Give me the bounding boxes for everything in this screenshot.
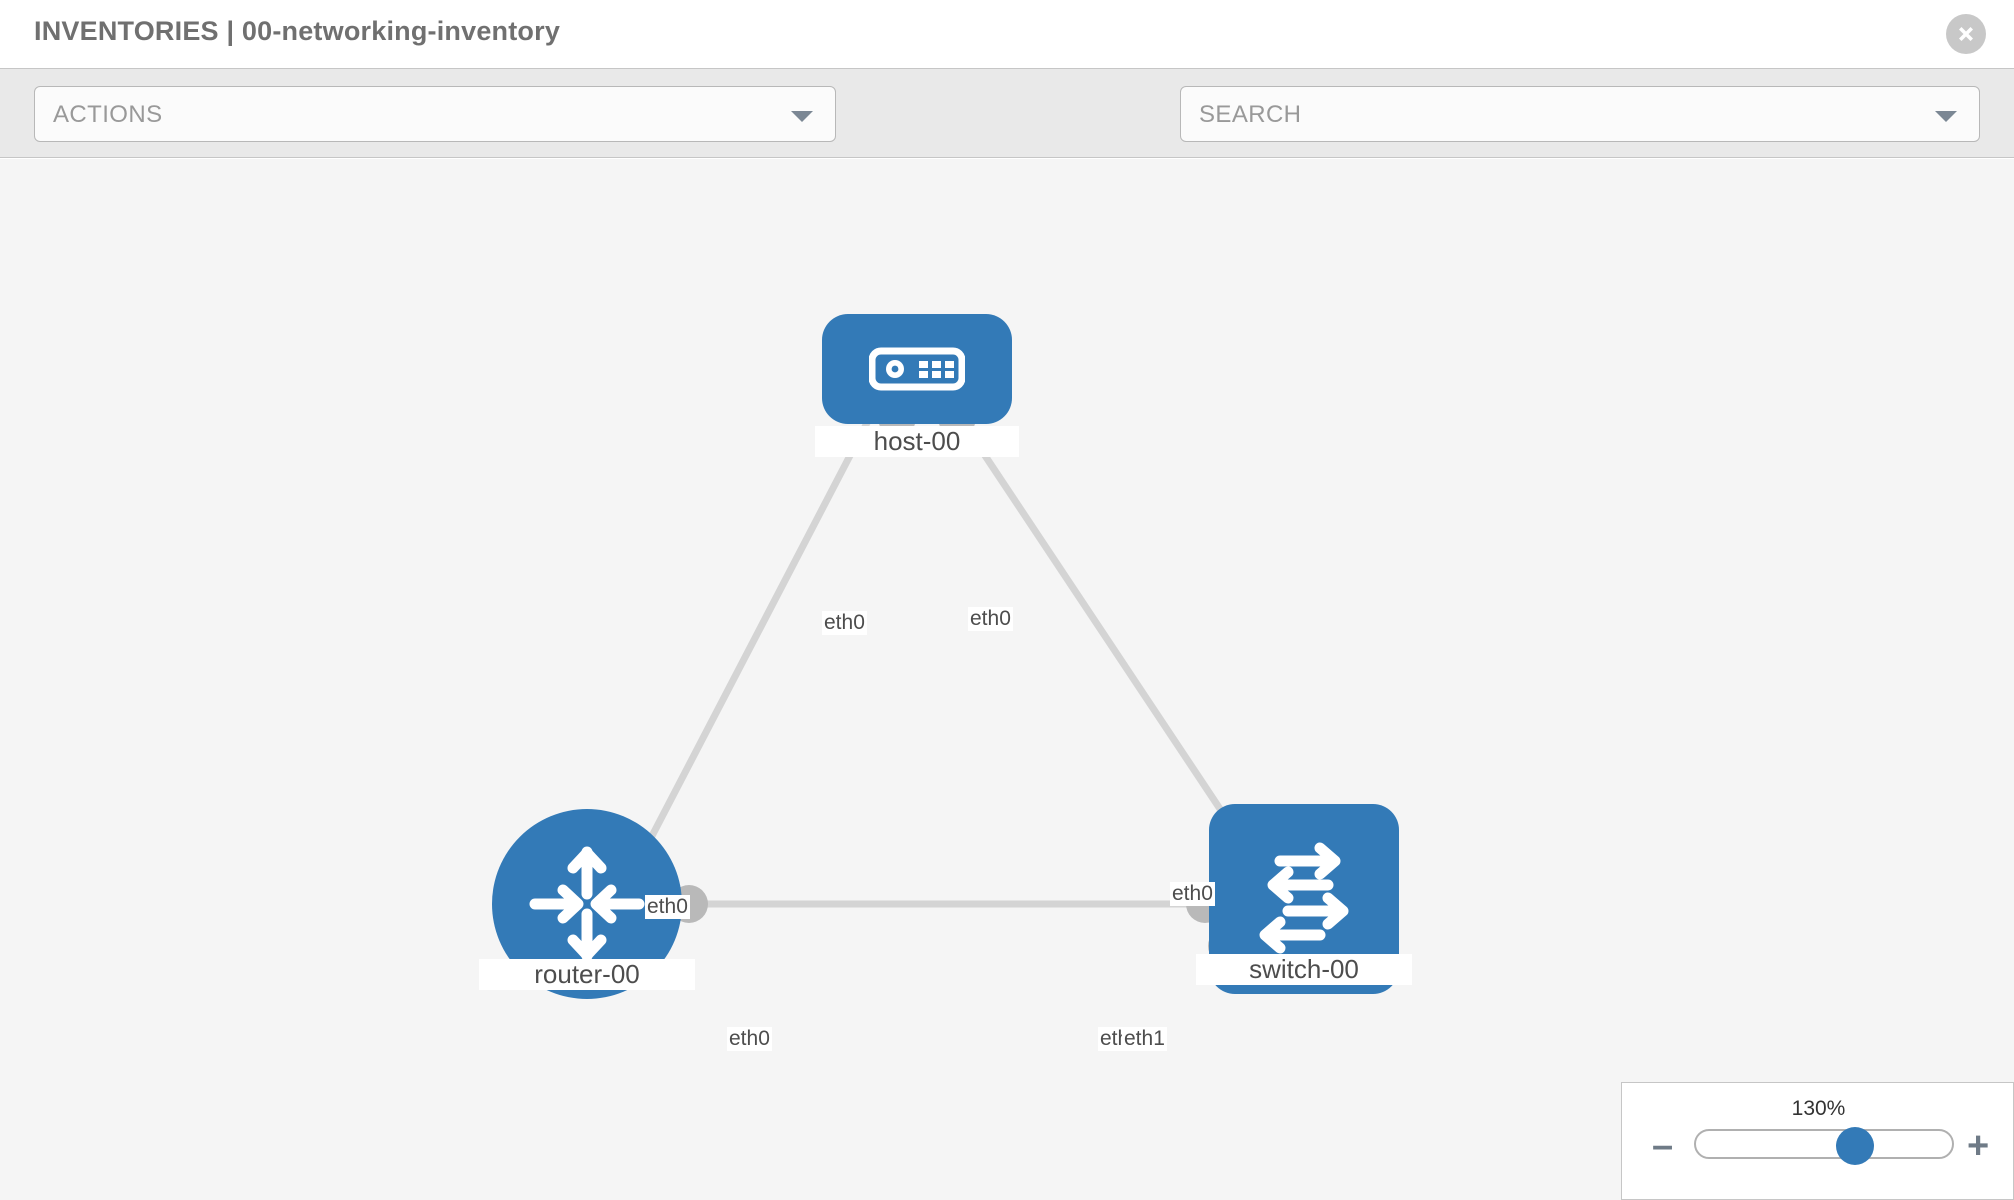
actions-dropdown[interactable]: ACTIONS (34, 86, 836, 142)
actions-dropdown-label: ACTIONS (53, 101, 163, 128)
topology-edges (636, 419, 1243, 908)
zoom-in-button[interactable]: + (1967, 1125, 1990, 1167)
zoom-out-button[interactable]: – (1652, 1125, 1674, 1167)
topology-canvas[interactable]: host-00 router-00 (0, 159, 2014, 1200)
zoom-control-panel: 130% – + (1621, 1082, 2014, 1200)
edge-label-host-right: eth0 (968, 607, 1013, 631)
node-switch-00[interactable]: switch-00 (1196, 804, 1412, 994)
search-placeholder: SEARCH (1199, 101, 1302, 128)
node-host-00-shape (822, 314, 1012, 424)
edge-label-router-horiz: eth0 (727, 1027, 772, 1051)
toolbar: ACTIONS SEARCH (0, 68, 2014, 203)
chevron-down-icon (791, 111, 813, 122)
search-input[interactable]: SEARCH (1180, 86, 1980, 142)
chevron-down-icon (1935, 111, 1957, 122)
edge-label-switch-diag: eth0 (1170, 882, 1215, 906)
close-icon[interactable] (1946, 14, 1986, 54)
page-header: INVENTORIES | 00-networking-inventory (0, 0, 2014, 68)
zoom-level-value: 130% (1791, 1097, 1846, 1120)
node-host-00[interactable]: host-00 (815, 314, 1019, 457)
edge-label-host-left: eth0 (822, 611, 867, 635)
close-x-glyph (1959, 27, 1973, 41)
zoom-slider[interactable] (1694, 1127, 1954, 1165)
server-icon (869, 347, 965, 391)
edge-label-switch-horiz-b: eth1 (1122, 1027, 1167, 1051)
router-arrows-icon (529, 846, 645, 962)
page-title: INVENTORIES | 00-networking-inventory (34, 16, 561, 46)
node-router-00-label: router-00 (479, 959, 695, 990)
node-router-00[interactable]: router-00 (479, 809, 695, 999)
zoom-slider-thumb[interactable] (1836, 1127, 1874, 1165)
node-switch-00-label: switch-00 (1196, 954, 1412, 985)
node-host-00-label: host-00 (815, 426, 1019, 457)
switch-arrows-icon (1259, 842, 1349, 954)
edge-label-router-diag: eth0 (645, 895, 690, 919)
